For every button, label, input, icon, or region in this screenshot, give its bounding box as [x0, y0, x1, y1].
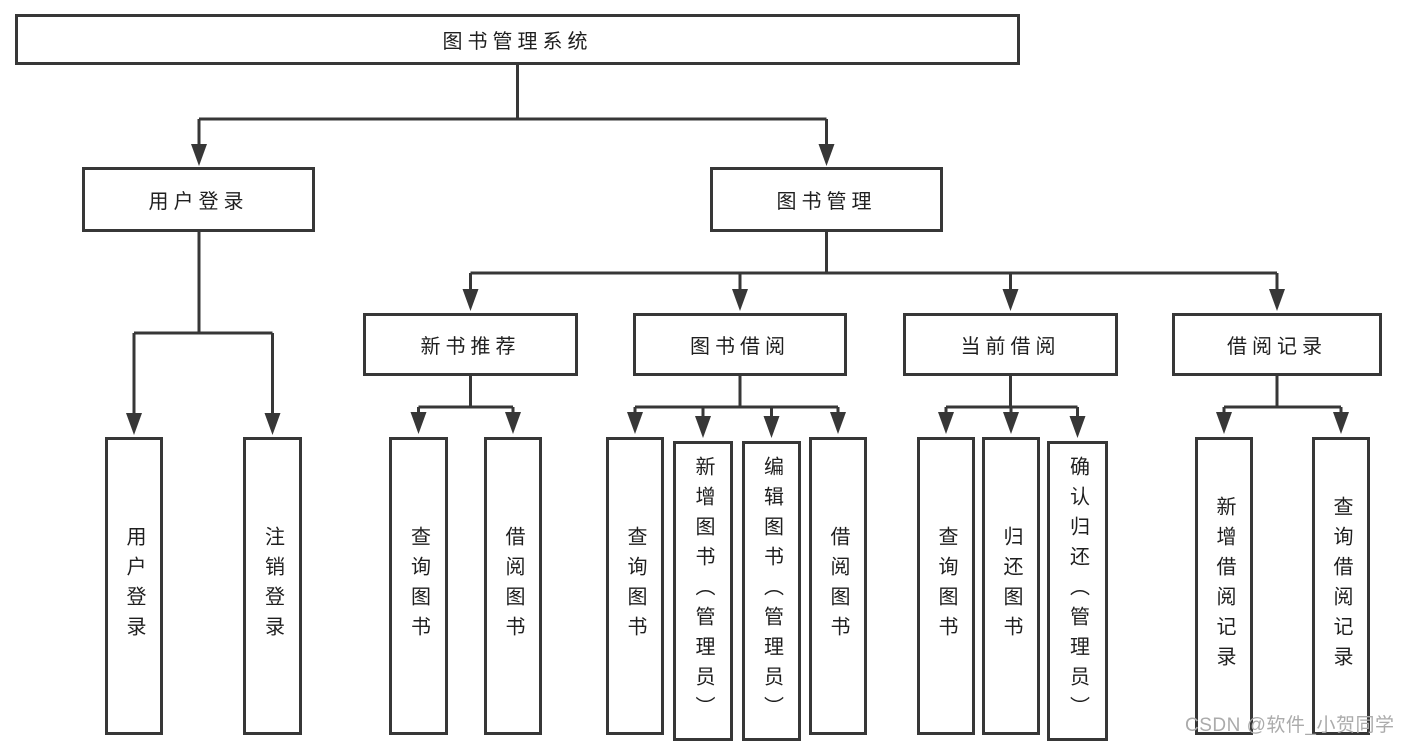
node-user-login: 用户登录 [82, 167, 315, 232]
leaf-query-borrow-record: 查询借阅记录 [1312, 437, 1370, 735]
leaf-return-books: 归还图书 [982, 437, 1040, 735]
leaf-add-borrow-record-label: 新增借阅记录 [1213, 496, 1235, 676]
leaf-add-books-admin-label: 新增图书（管理员） [692, 456, 714, 726]
leaf-confirm-return-admin: 确认归还（管理员） [1047, 441, 1108, 741]
leaf-borrow-books: 借阅图书 [809, 437, 867, 735]
leaf-query-books-recommend-label: 查询图书 [407, 526, 430, 646]
leaf-query-books-recommend: 查询图书 [389, 437, 448, 735]
leaf-user-login-label: 用户登录 [123, 526, 145, 646]
node-book-management: 图书管理 [710, 167, 943, 232]
leaf-borrow-books-recommend-label: 借阅图书 [502, 526, 524, 646]
leaf-logout-login: 注销登录 [243, 437, 302, 735]
leaf-query-borrow-record-label: 查询借阅记录 [1330, 496, 1352, 676]
leaf-query-books-borrow: 查询图书 [606, 437, 664, 735]
leaf-edit-books-admin: 编辑图书（管理员） [742, 441, 801, 741]
leaf-return-books-label: 归还图书 [1000, 526, 1022, 646]
leaf-query-books-borrow-label: 查询图书 [624, 526, 646, 646]
node-new-book-recommendation: 新书推荐 [363, 313, 578, 376]
leaf-query-books-current-label: 查询图书 [935, 526, 957, 646]
leaf-add-books-admin: 新增图书（管理员） [673, 441, 733, 741]
leaf-confirm-return-admin-label: 确认归还（管理员） [1066, 456, 1089, 726]
node-borrowing-records: 借阅记录 [1172, 313, 1382, 376]
node-library-system-root: 图书管理系统 [15, 14, 1020, 65]
leaf-borrow-books-recommend: 借阅图书 [484, 437, 542, 735]
leaf-logout-login-label: 注销登录 [261, 526, 284, 646]
leaf-user-login: 用户登录 [105, 437, 163, 735]
csdn-watermark: CSDN @软件_小贺同学 [1185, 715, 1395, 736]
leaf-add-borrow-record: 新增借阅记录 [1195, 437, 1253, 735]
connector-paths [132, 65, 1343, 418]
leaf-edit-books-admin-label: 编辑图书（管理员） [760, 456, 783, 726]
node-book-borrowing: 图书借阅 [633, 313, 847, 376]
leaf-query-books-current: 查询图书 [917, 437, 975, 735]
leaf-borrow-books-label: 借阅图书 [827, 526, 849, 646]
arrowheads [126, 144, 1349, 438]
node-current-borrowing: 当前借阅 [903, 313, 1118, 376]
